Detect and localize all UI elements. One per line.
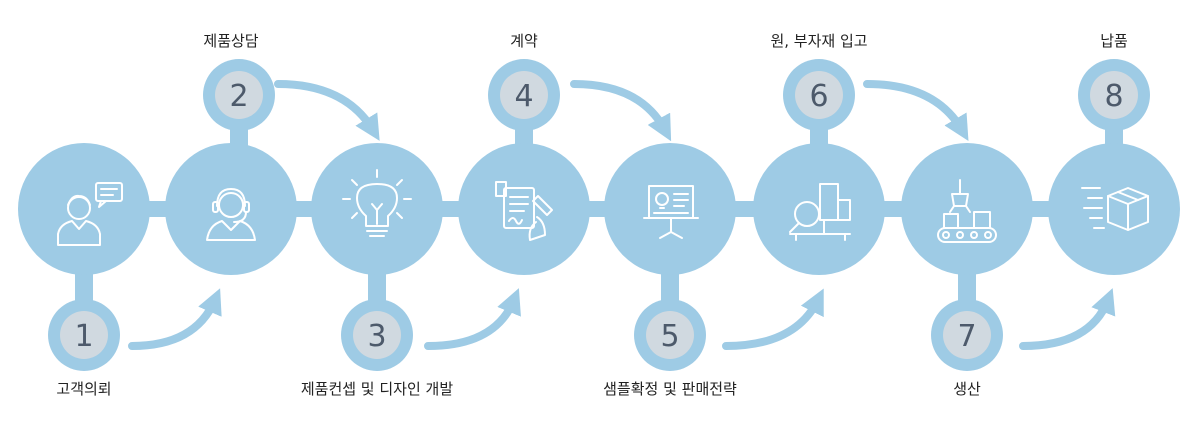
- badge-6: 6: [783, 59, 855, 131]
- badge-4: 4: [488, 59, 560, 131]
- badge-2: 2: [203, 59, 275, 131]
- lightbulb-icon: [342, 169, 412, 237]
- presentation-board-icon: [643, 185, 699, 239]
- step-number-4: 4: [514, 79, 533, 114]
- step-number-1: 1: [74, 319, 93, 354]
- flow-arrows: [128, 80, 1116, 350]
- arrow-5-to-6: [722, 288, 824, 350]
- step-number-2: 2: [229, 79, 248, 114]
- customer-chat-icon: [57, 182, 123, 246]
- inventory-inspection-icon: [789, 183, 851, 241]
- badge-3: 3: [341, 299, 413, 371]
- step-label-3: 제품컨셉 및 디자인 개발: [300, 380, 454, 398]
- step-circle-5: [604, 143, 736, 275]
- arrow-6-to-7: [863, 80, 969, 142]
- badge-5: 5: [634, 299, 706, 371]
- badge-7: 7: [931, 299, 1003, 371]
- step-label-8: 납품: [1100, 32, 1128, 50]
- step-label-2: 제품상담: [203, 32, 259, 50]
- fast-delivery-box-icon: [1081, 187, 1149, 231]
- step-number-8: 8: [1104, 79, 1123, 114]
- step-label-5: 샘플확정 및 판매전략: [603, 380, 737, 398]
- arrow-7-to-8: [1019, 288, 1116, 350]
- step-number-7: 7: [957, 319, 976, 354]
- badge-8: 8: [1078, 59, 1150, 131]
- arrow-1-to-2: [128, 288, 222, 350]
- number-badges: 1 2 3 4 5: [48, 59, 1150, 371]
- step-label-7: 생산: [953, 380, 981, 398]
- arrow-2-to-3: [274, 80, 380, 141]
- step-circle-1: [18, 143, 150, 275]
- step-label-4: 계약: [510, 32, 538, 50]
- step-circles: [18, 143, 1180, 275]
- step-number-6: 6: [809, 79, 828, 114]
- contract-signing-icon: [495, 181, 553, 241]
- badge-1: 1: [48, 299, 120, 371]
- step-number-5: 5: [660, 319, 679, 354]
- headset-consultant-icon: [206, 188, 256, 241]
- arrow-3-to-4: [424, 288, 521, 350]
- production-conveyor-icon: [937, 179, 997, 243]
- step-circle-8: [1048, 143, 1180, 275]
- step-label-6: 원, 부자재 입고: [770, 32, 868, 50]
- step-number-3: 3: [367, 319, 386, 354]
- step-circle-4: [458, 143, 590, 275]
- step-circle-2: [165, 143, 297, 275]
- step-label-1: 고객의뢰: [56, 380, 112, 398]
- arrow-4-to-5: [570, 80, 672, 142]
